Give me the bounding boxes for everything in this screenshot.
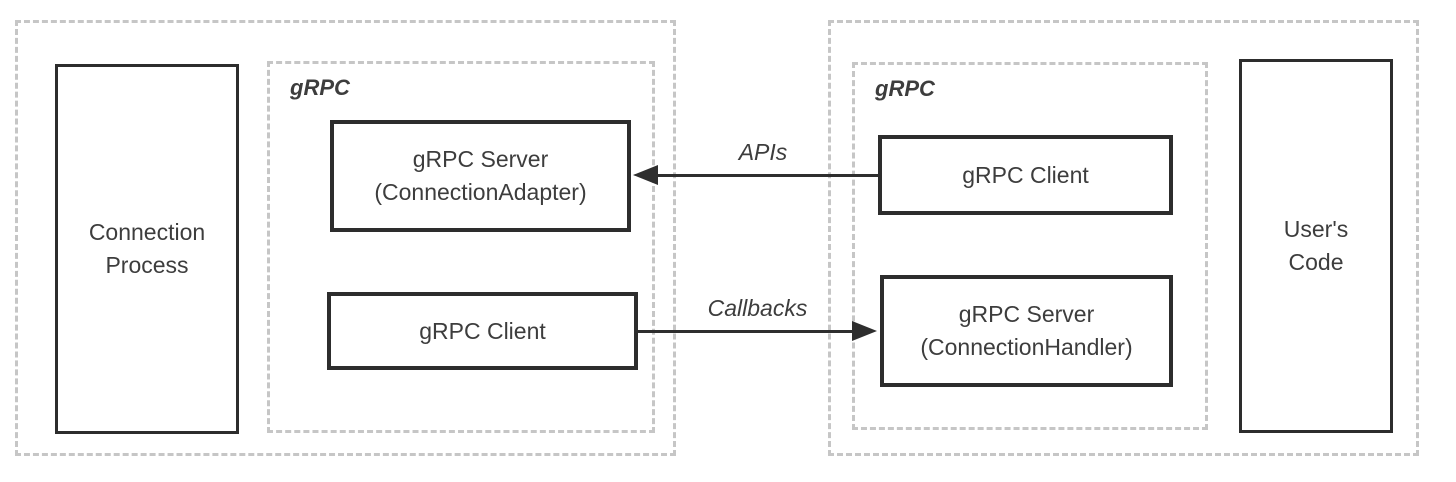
grpc-server-connection-handler-box: gRPC Server (ConnectionHandler) [880,275,1173,387]
apis-arrow-line [655,174,878,177]
users-code-box: User's Code [1239,59,1393,433]
connection-process-group: Connection Process gRPC gRPC Server (Con… [15,20,676,456]
callbacks-arrowhead-right-icon [852,321,877,341]
grpc-client-box-left: gRPC Client [327,292,638,370]
connection-process-box: Connection Process [55,64,239,434]
grpc-container-right: gRPC gRPC Client gRPC Server (Connection… [852,62,1208,430]
callbacks-arrow-line [638,330,856,333]
grpc-client-box-right: gRPC Client [878,135,1173,215]
apis-arrow-label: APIs [738,139,788,165]
grpc-container-left-label: gRPC [290,75,350,100]
users-code-group: gRPC gRPC Client gRPC Server (Connection… [828,20,1419,456]
apis-arrowhead-left-icon [633,165,658,185]
grpc-server-connection-adapter-box: gRPC Server (ConnectionAdapter) [330,120,631,232]
callbacks-arrow-label: Callbacks [707,295,808,321]
grpc-container-right-label: gRPC [875,76,935,101]
grpc-container-left: gRPC gRPC Server (ConnectionAdapter) gRP… [267,61,655,433]
